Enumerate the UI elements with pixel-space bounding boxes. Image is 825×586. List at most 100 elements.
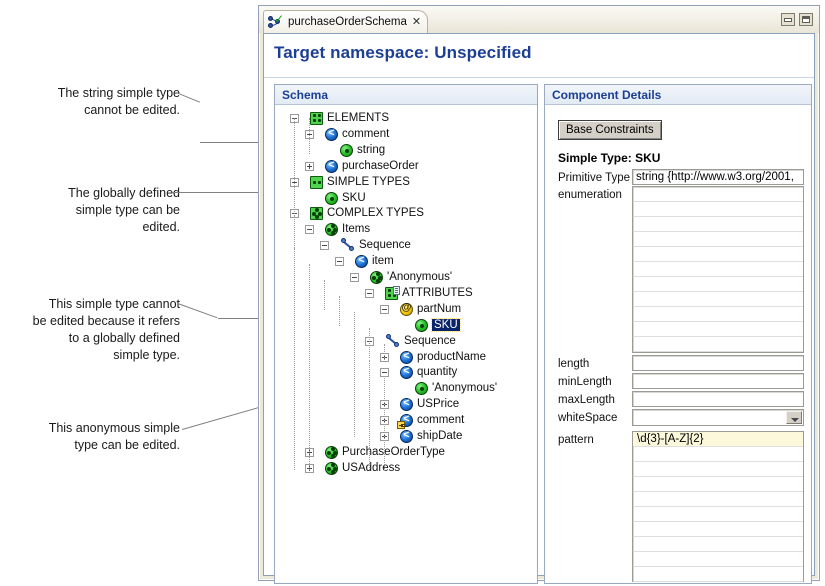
tree-spacer [320, 146, 329, 155]
pattern-list[interactable]: \d{3}-[A-Z]{2} [632, 431, 804, 582]
collapse-icon[interactable] [380, 304, 389, 314]
list-item[interactable] [633, 447, 803, 462]
collapse-icon[interactable] [350, 272, 359, 282]
list-item[interactable] [633, 277, 803, 292]
enumeration-list[interactable] [632, 186, 804, 353]
tree-item[interactable]: quantity [380, 364, 457, 380]
list-item[interactable] [633, 292, 803, 307]
chevron-down-icon[interactable] [786, 411, 802, 424]
tree-item[interactable]: 'Anonymous' [350, 269, 452, 285]
tree-item-label[interactable]: comment [417, 414, 465, 426]
tree-item[interactable]: ELEMENTS [290, 110, 389, 126]
white-space-select[interactable] [632, 409, 804, 426]
tree-item-label[interactable]: Items [342, 223, 371, 235]
tree-item-label[interactable]: ELEMENTS [327, 112, 389, 124]
tree-item[interactable]: string [320, 142, 385, 158]
schema-tree-container[interactable]: ELEMENTS comment string purchaseOrderSIMPLE… [276, 106, 536, 582]
max-length-field[interactable] [632, 391, 804, 407]
list-item[interactable] [633, 247, 803, 262]
tree-item[interactable]: Sequence [320, 237, 411, 253]
tree-item-label[interactable]: item [372, 255, 394, 267]
tree-item[interactable]: COMPLEX TYPES [290, 205, 424, 221]
collapse-icon[interactable] [365, 288, 374, 298]
tree-item[interactable]: comment [305, 126, 389, 142]
tree-item-label[interactable]: SKU [342, 192, 366, 204]
tree-item[interactable]: SKU [305, 190, 366, 206]
list-item[interactable] [633, 232, 803, 247]
schema-panel-header: Schema [275, 85, 537, 105]
list-item[interactable] [633, 462, 803, 477]
tree-item-label[interactable]: comment [342, 128, 390, 140]
tree-guide-line [339, 296, 341, 326]
tree-item-label[interactable]: string [357, 144, 386, 156]
tree-item[interactable]: USPrice [380, 396, 459, 412]
list-item[interactable] [633, 307, 803, 322]
simple-type-icon [325, 191, 338, 205]
tree-item-label[interactable]: USPrice [417, 398, 460, 410]
list-item[interactable] [633, 187, 803, 202]
window-titlebar: ✓ purchaseOrderSchema ✕ [259, 6, 819, 33]
list-item[interactable] [633, 537, 803, 552]
tree-item-label[interactable]: Sequence [404, 335, 456, 347]
tree-item[interactable]: PurchaseOrderType [305, 444, 445, 460]
tree-item[interactable]: purchaseOrder [305, 158, 419, 174]
tree-item[interactable]: productName [380, 349, 486, 365]
tree-item[interactable]: item [335, 253, 394, 269]
list-item[interactable] [633, 492, 803, 507]
tree-item[interactable]: SKU [395, 317, 461, 333]
tree-item[interactable]: Sequence [365, 333, 456, 349]
length-field[interactable] [632, 355, 804, 371]
leader-line-2 [172, 192, 312, 193]
tree-item-label[interactable]: PurchaseOrderType [342, 446, 445, 458]
tree-item[interactable]: shipDate [380, 428, 462, 444]
list-item[interactable] [633, 522, 803, 537]
tree-item[interactable]: ATTRIBUTES [365, 285, 473, 301]
list-item[interactable] [633, 337, 803, 352]
tree-item-label[interactable]: ATTRIBUTES [402, 287, 473, 299]
list-item[interactable] [633, 322, 803, 337]
collapse-icon[interactable] [320, 240, 329, 250]
tree-item[interactable]: 'Anonymous' [395, 380, 497, 396]
tree-item[interactable]: partNum [380, 301, 461, 317]
list-item[interactable] [633, 217, 803, 232]
tree-item-label[interactable]: shipDate [417, 430, 463, 442]
list-item[interactable] [633, 552, 803, 567]
maximize-icon[interactable] [799, 13, 813, 26]
tree-item[interactable]: SIMPLE TYPES [290, 174, 410, 190]
tree-item-label[interactable]: USAddress [342, 462, 401, 474]
schema-tree[interactable]: ELEMENTS comment string purchaseOrderSIMPLE… [276, 106, 536, 582]
list-item[interactable] [633, 477, 803, 492]
tree-item[interactable]: comment [380, 412, 465, 429]
primitive-type-field[interactable]: string {http://www.w3.org/2001, [632, 169, 804, 185]
title-divider [264, 77, 814, 78]
tree-guide-line [309, 264, 311, 470]
tree-item-label[interactable]: COMPLEX TYPES [327, 207, 424, 219]
max-length-label: maxLength [558, 394, 615, 406]
close-icon[interactable]: ✕ [411, 15, 422, 28]
tree-item-label[interactable]: quantity [417, 366, 458, 378]
min-length-field[interactable] [632, 373, 804, 389]
minimize-icon[interactable] [781, 13, 795, 26]
tree-item[interactable]: Items [305, 221, 370, 237]
base-constraints-button[interactable]: Base Constraints [558, 120, 662, 140]
collapse-icon[interactable] [305, 224, 314, 234]
list-item[interactable] [633, 567, 803, 582]
tree-item-label[interactable]: 'Anonymous' [387, 271, 453, 283]
tree-item-label[interactable]: SIMPLE TYPES [327, 176, 410, 188]
tree-item-label[interactable]: purchaseOrder [342, 160, 419, 172]
sequence-icon [385, 334, 400, 348]
list-item[interactable] [633, 262, 803, 277]
list-item[interactable] [633, 202, 803, 217]
tree-item-label[interactable]: productName [417, 351, 487, 363]
collapse-icon[interactable] [335, 256, 344, 266]
annotation-global-simple-type: The globally defined simple type can be … [68, 186, 180, 234]
editor-tab-purchaseOrderSchema[interactable]: ✓ purchaseOrderSchema ✕ [263, 10, 429, 33]
element-ref-icon [397, 413, 413, 429]
tree-item-label-selected[interactable]: SKU [431, 318, 461, 332]
list-item[interactable] [633, 507, 803, 522]
tree-item-label[interactable]: 'Anonymous' [432, 382, 498, 394]
list-item[interactable]: \d{3}-[A-Z]{2} [633, 432, 803, 447]
tree-item-label[interactable]: partNum [417, 303, 462, 315]
expand-icon[interactable] [305, 161, 314, 171]
tree-item-label[interactable]: Sequence [359, 239, 411, 251]
